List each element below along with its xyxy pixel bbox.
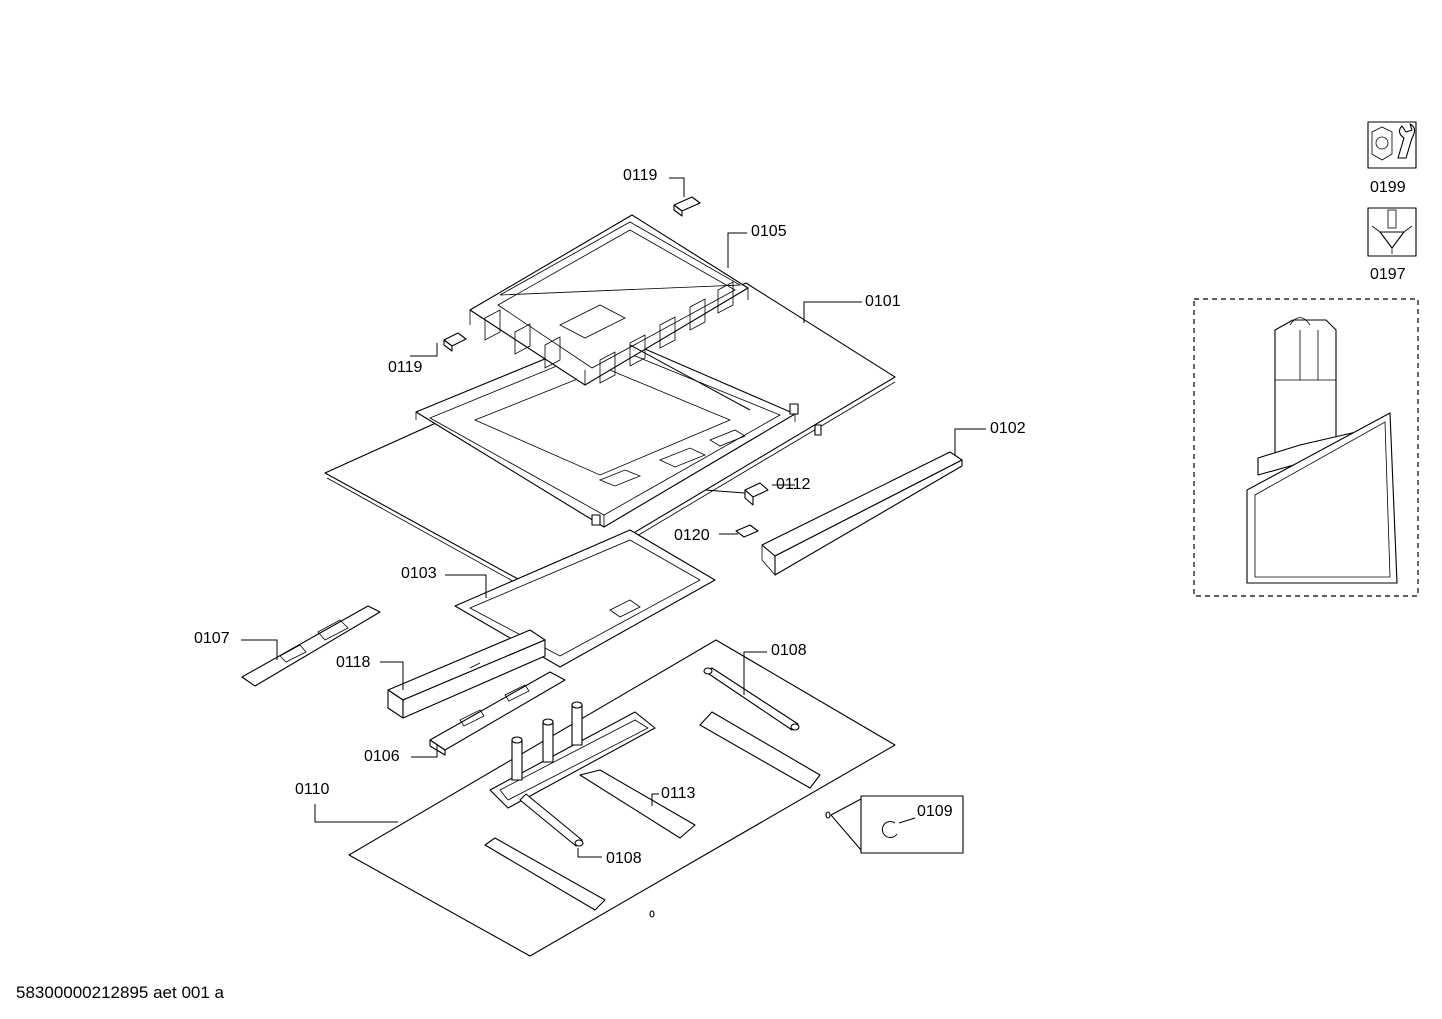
label-0108-upper: 0108 <box>771 642 807 659</box>
part-0118-housing <box>387 629 546 719</box>
part-0102-trim-strip <box>761 451 963 576</box>
label-0108-lower: 0108 <box>606 850 642 867</box>
part-0119-clip-left <box>443 332 467 352</box>
label-0101: 0101 <box>865 293 901 310</box>
leader-lines <box>241 177 986 858</box>
part-0106-control-board <box>429 671 566 756</box>
part-0105-top-frame <box>469 214 751 411</box>
label-0110: 0110 <box>295 781 330 798</box>
part-0108-strut-upper <box>703 667 800 731</box>
label-0112: 0112 <box>776 476 811 493</box>
part-0108-strut-lower <box>519 793 584 847</box>
part-0109-detail-box <box>830 795 964 854</box>
label-0120: 0120 <box>674 527 710 544</box>
hood-overview-icon <box>1193 298 1419 597</box>
part-0119-clip-top <box>673 196 701 217</box>
label-0119-top: 0119 <box>623 167 658 184</box>
part-0113-hinge-bracket <box>489 701 696 839</box>
part-0103-inner-frame <box>415 332 822 528</box>
label-0118: 0118 <box>336 654 371 671</box>
label-0106: 0106 <box>364 748 400 765</box>
label-0102: 0102 <box>990 420 1026 437</box>
part-0107-strip <box>241 605 381 687</box>
part-0120-pad <box>735 524 759 538</box>
part-0112-connector <box>704 482 769 506</box>
label-0107: 0107 <box>194 630 230 647</box>
label-0105: 0105 <box>751 223 787 240</box>
label-0103: 0103 <box>401 565 437 582</box>
label-0197: 0197 <box>1370 266 1406 283</box>
screw-icon <box>1367 207 1417 257</box>
label-0199: 0199 <box>1370 179 1406 196</box>
label-0113: 0113 <box>661 785 696 802</box>
part-0108-rail-right <box>699 711 821 789</box>
wrench-nut-icon <box>1367 121 1417 169</box>
document-id: 58300000212895 aet 001 a <box>16 983 225 1002</box>
part-screw-small <box>649 811 831 918</box>
label-0109: 0109 <box>917 803 953 820</box>
label-0119-left: 0119 <box>388 359 423 376</box>
part-0108-rail-left <box>484 837 606 911</box>
